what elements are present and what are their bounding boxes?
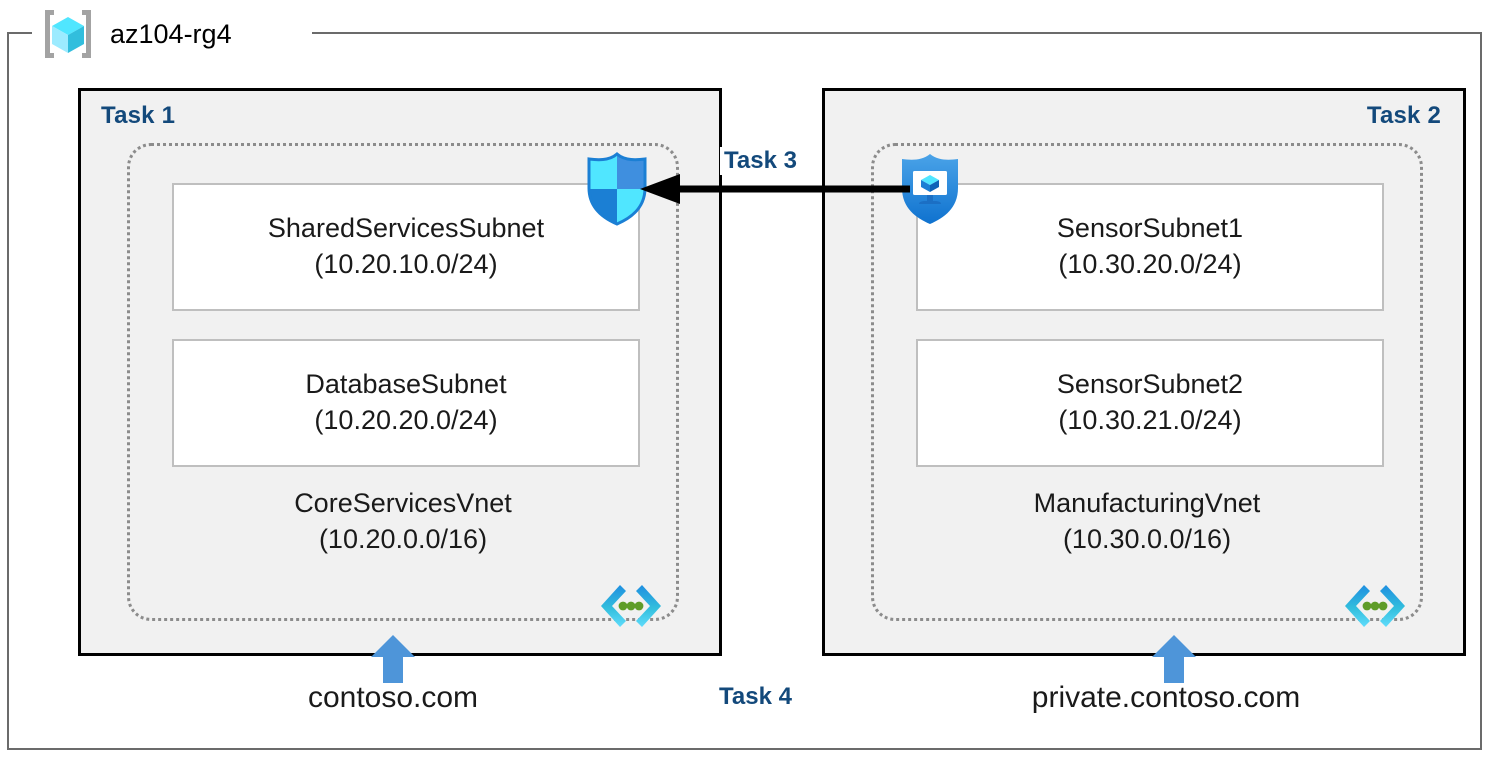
resource-group-frame	[7, 32, 1482, 750]
vnet-name: CoreServicesVnet	[294, 488, 512, 518]
vnet-cidr: (10.30.0.0/16)	[1062, 523, 1232, 554]
vnet-caption: ManufacturingVnet (10.30.0.0/16)	[874, 486, 1420, 557]
virtual-network-icon	[600, 582, 662, 630]
virtual-network-icon	[1344, 582, 1406, 630]
resource-group-title: az104-rg4	[110, 18, 232, 49]
task1-label: Task 1	[101, 102, 176, 129]
subnet-name: SensorSubnet1	[1056, 213, 1244, 244]
up-arrow-icon	[1152, 635, 1196, 683]
subnet-sharedservices: SharedServicesSubnet (10.20.10.0/24)	[172, 183, 640, 311]
subnet-sensor1: SensorSubnet1 (10.30.20.0/24)	[916, 183, 1384, 311]
dns-zone-label-contoso: contoso.com	[307, 681, 479, 714]
up-arrow-icon	[371, 635, 415, 683]
task1-container: Task 1 SharedServicesSubnet (10.20.10.0/…	[78, 88, 722, 656]
vnet-cidr: (10.20.0.0/16)	[318, 523, 488, 554]
azure-resource-group-cube-icon	[40, 7, 96, 61]
vnet-name: ManufacturingVnet	[1033, 488, 1261, 518]
left-arrow-icon	[640, 172, 910, 206]
subnet-name: DatabaseSubnet	[305, 369, 507, 400]
shield-vm-icon	[898, 152, 962, 226]
resource-group-header: az104-rg4	[40, 5, 232, 63]
subnet-sensor2: SensorSubnet2 (10.30.21.0/24)	[916, 339, 1384, 467]
vnet-manufacturing: SensorSubnet1 (10.30.20.0/24) SensorSubn…	[871, 143, 1423, 627]
subnet-cidr: (10.30.21.0/24)	[1058, 405, 1242, 435]
task3-label: Task 3	[720, 147, 801, 175]
subnet-name: SharedServicesSubnet	[267, 213, 545, 244]
shield-icon	[585, 152, 649, 226]
subnet-cidr: (10.20.20.0/24)	[314, 405, 498, 435]
subnet-cidr: (10.30.20.0/24)	[1058, 249, 1242, 279]
task2-label: Task 2	[1366, 102, 1441, 129]
vnet-coreservices: SharedServicesSubnet (10.20.10.0/24) Dat…	[127, 143, 679, 627]
subnet-cidr: (10.20.10.0/24)	[314, 249, 498, 279]
subnet-name: SensorSubnet2	[1056, 369, 1244, 400]
vnet-caption: CoreServicesVnet (10.20.0.0/16)	[130, 486, 676, 557]
subnet-database: DatabaseSubnet (10.20.20.0/24)	[172, 339, 640, 467]
dns-zone-label-private-contoso: private.contoso.com	[1031, 681, 1301, 714]
task4-label: Task 4	[719, 683, 792, 710]
